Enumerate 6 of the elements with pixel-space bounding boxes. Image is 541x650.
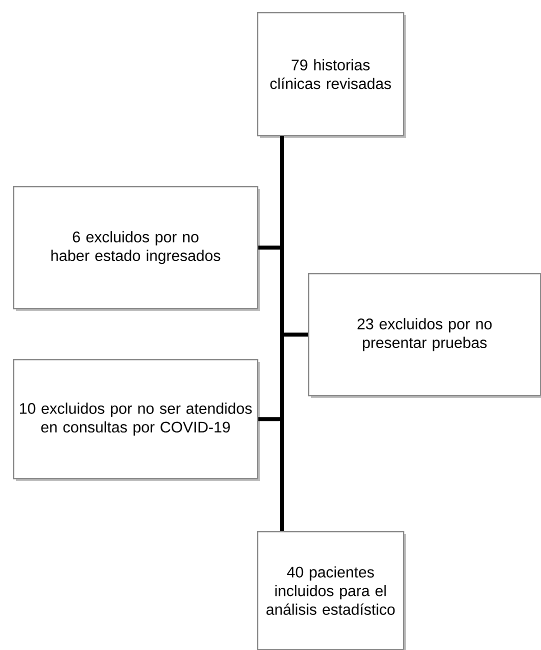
process-box: 79 historias clínicas revisadas xyxy=(257,12,406,138)
process-box: 40 pacientes incluidos para el análisis estadístico xyxy=(257,531,406,650)
connector-line xyxy=(280,136,284,531)
process-box: 23 excluidos por no presentar pruebas xyxy=(308,273,541,398)
process-box: 10 excluidos por no ser atendidos en consultas por COVID-19 xyxy=(13,359,260,481)
process-box: 6 excluidos por no haber estado ingresados xyxy=(13,186,260,311)
